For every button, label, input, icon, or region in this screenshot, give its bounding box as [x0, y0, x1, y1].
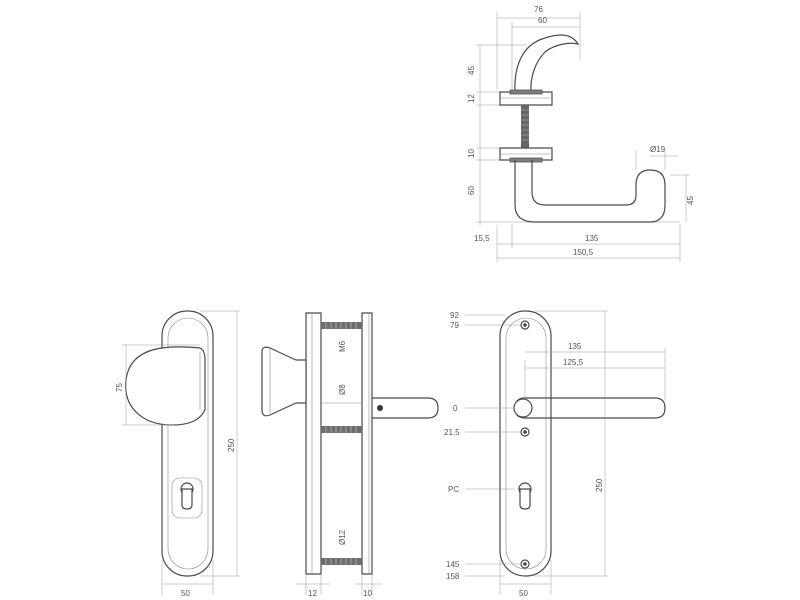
side-view: M6 Ø8 Ø12 12 10: [261, 312, 439, 598]
dim-lever-135: 135: [568, 342, 582, 351]
dim-plate-width-50: 50: [181, 589, 190, 598]
dim-knob-75: 75: [115, 383, 124, 392]
dim-10: 10: [467, 149, 476, 158]
dim-side-12: 12: [308, 589, 317, 598]
dim-76: 76: [534, 5, 543, 14]
label-pc: PC: [448, 485, 459, 494]
dim-side-10: 10: [363, 589, 372, 598]
dim-92: 92: [450, 311, 459, 320]
front-view-knob-plate: 75 250 50: [115, 310, 240, 598]
dim-lever-125-5: 125,5: [563, 358, 584, 367]
dim-diameter-19: Ø19: [650, 145, 666, 154]
dim-lever-plate-width-50: 50: [519, 589, 528, 598]
dim-lever-plate-250: 250: [595, 478, 604, 492]
dim-135: 135: [585, 234, 599, 243]
dim-plate-250: 250: [227, 438, 236, 452]
dim-60-vertical: 60: [467, 186, 476, 195]
dim-12: 12: [467, 94, 476, 103]
dim-45: 45: [467, 66, 476, 75]
dim-15-5: 15,5: [474, 234, 490, 243]
label-screw-12: Ø12: [338, 529, 347, 545]
label-spindle-8: Ø8: [338, 384, 347, 395]
top-view-handle: 76 60 45 12 10 60: [467, 5, 695, 262]
dim-79: 79: [450, 321, 459, 330]
dim-60: 60: [538, 16, 547, 25]
front-view-lever-plate: 92 79 0 21,5 PC 145 158 135 125,5 250 50: [444, 310, 666, 598]
dim-158: 158: [446, 572, 460, 581]
dim-grip-45: 45: [686, 196, 695, 205]
dim-150-5: 150,5: [573, 248, 594, 257]
dim-zero: 0: [453, 404, 458, 413]
dim-21-5: 21,5: [444, 428, 460, 437]
label-m6: M6: [338, 340, 347, 352]
dim-145: 145: [446, 560, 460, 569]
